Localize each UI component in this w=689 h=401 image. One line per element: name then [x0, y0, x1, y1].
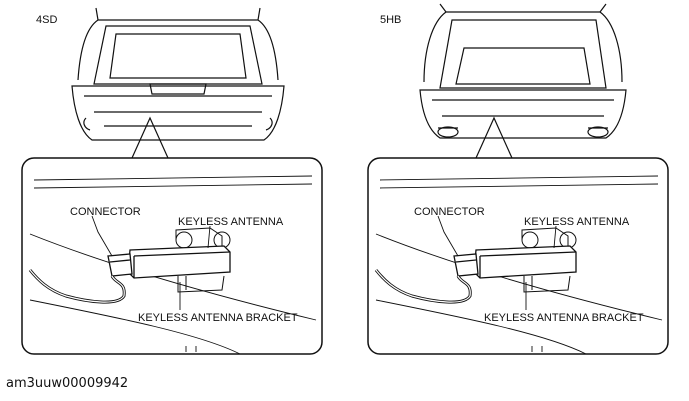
connector-label: CONNECTOR: [70, 206, 141, 218]
wire-harness: [374, 269, 472, 304]
detail-frame: [367, 157, 669, 355]
keyless-antenna-bracket-label: KEYLESS ANTENNA BRACKET: [484, 312, 644, 324]
panel-5hb: [367, 3, 669, 355]
figure-id: am3uuw00009942: [6, 376, 129, 391]
panel-4sd: [21, 7, 323, 355]
connector: [107, 253, 133, 277]
car-rear-hatchback-illustration: [419, 3, 627, 139]
keyless-antenna-label: KEYLESS ANTENNA: [524, 216, 630, 228]
detail-frame: [21, 157, 323, 355]
keyless-antenna: [473, 245, 577, 279]
variant-label-4sd: 4SD: [36, 14, 57, 26]
variant-label-5hb: 5HB: [380, 14, 401, 26]
keyless-antenna: [127, 245, 231, 279]
keyless-antenna-label: KEYLESS ANTENNA: [178, 216, 284, 228]
keyless-antenna-bracket-label: KEYLESS ANTENNA BRACKET: [138, 312, 298, 324]
connector-label: CONNECTOR: [414, 206, 485, 218]
callout-pointer: [475, 116, 513, 159]
connector: [453, 253, 479, 277]
wire-harness: [28, 269, 126, 304]
callout-pointer: [131, 116, 169, 159]
car-rear-sedan-illustration: [71, 7, 285, 141]
